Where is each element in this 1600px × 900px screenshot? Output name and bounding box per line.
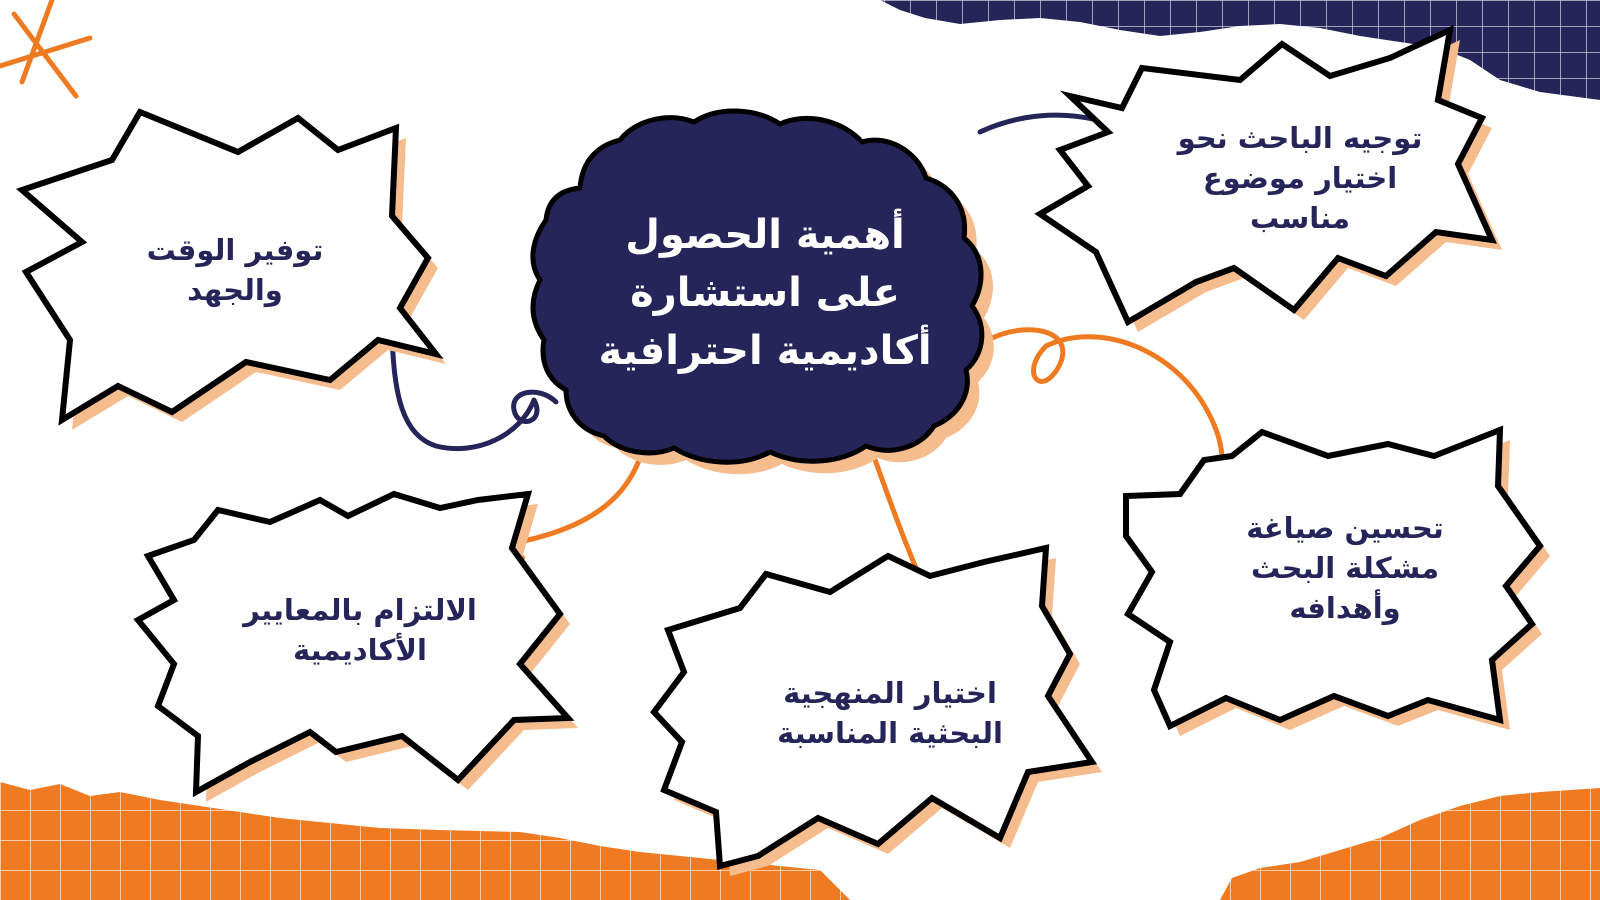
burst-shapes-group xyxy=(16,24,1550,876)
central-topic-line: أكاديمية احترافية xyxy=(598,328,932,374)
burst-academic-standards-outline xyxy=(133,490,575,798)
node-save-time-label: توفير الوقت والجهد xyxy=(90,205,380,335)
orange-grid-bottom-left xyxy=(0,782,850,900)
navy-grid-corner xyxy=(880,0,1600,100)
arrow-to-problem-formulation-line xyxy=(989,327,1225,531)
burst-problem-formulation xyxy=(1123,425,1550,736)
center-cloud xyxy=(530,108,994,475)
node-topic-guidance-label: توجيه الباحث نحو اختيار موضوع مناسب xyxy=(1140,108,1460,248)
node-line: الأكاديمية xyxy=(293,633,427,667)
burst-academic-standards xyxy=(133,490,578,802)
burst-methodology xyxy=(650,544,1102,876)
node-line: وأهدافه xyxy=(1289,591,1401,625)
node-academic-standards-label: الالتزام بالمعايير الأكاديمية xyxy=(210,575,510,685)
node-line: توجيه الباحث نحو xyxy=(1177,121,1423,155)
asterisk-doodle-icon xyxy=(0,0,93,99)
node-line: الالتزام بالمعايير xyxy=(243,593,477,627)
burst-save-time xyxy=(16,108,446,430)
central-topic-label: أهمية الحصول على استشارة أكاديمية احتراف… xyxy=(560,168,970,418)
burst-topic-guidance-outline xyxy=(1034,24,1497,327)
node-line: تحسين صياغة xyxy=(1246,511,1444,545)
node-methodology-label: اختيار المنهجية البحثية المناسبة xyxy=(740,658,1040,768)
arrow-to-save-time-line xyxy=(389,317,559,452)
orange-grid-bottom-right xyxy=(1220,788,1600,900)
burst-topic-guidance xyxy=(1034,24,1502,332)
node-line: توفير الوقت xyxy=(146,233,324,267)
central-topic-line: على استشارة xyxy=(630,270,900,316)
arrow-to-academic-standards-line xyxy=(505,449,645,547)
node-line: اختيار موضوع xyxy=(1202,161,1398,195)
burst-problem-formulation-outline xyxy=(1123,425,1544,731)
node-line: البحثية المناسبة xyxy=(777,716,1003,750)
node-problem-formulation-label: تحسين صياغة مشكلة البحث وأهدافه xyxy=(1205,498,1485,638)
burst-methodology-outline xyxy=(650,544,1098,870)
node-line: مشكلة البحث xyxy=(1250,551,1440,585)
central-topic-line: أهمية الحصول xyxy=(625,212,905,258)
burst-save-time-outline xyxy=(16,108,444,426)
node-line: والجهد xyxy=(187,273,283,307)
node-line: اختيار المنهجية xyxy=(783,676,997,710)
node-line: مناسب xyxy=(1250,201,1350,235)
